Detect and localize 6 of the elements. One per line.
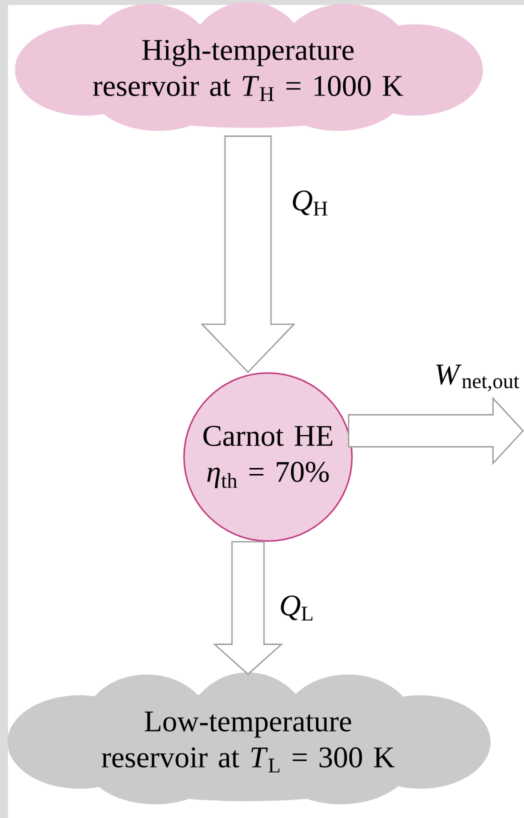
edge-label: W$_{net,out}$ bbox=[433, 364, 521, 392]
hollow-arrow bbox=[348, 396, 524, 465]
hollow-arrow bbox=[200, 136, 296, 374]
hollow-arrow bbox=[212, 541, 284, 676]
edge-label: Q$_{H}$ bbox=[290, 189, 330, 217]
edge-label: Q$_{L}$ bbox=[278, 594, 316, 622]
